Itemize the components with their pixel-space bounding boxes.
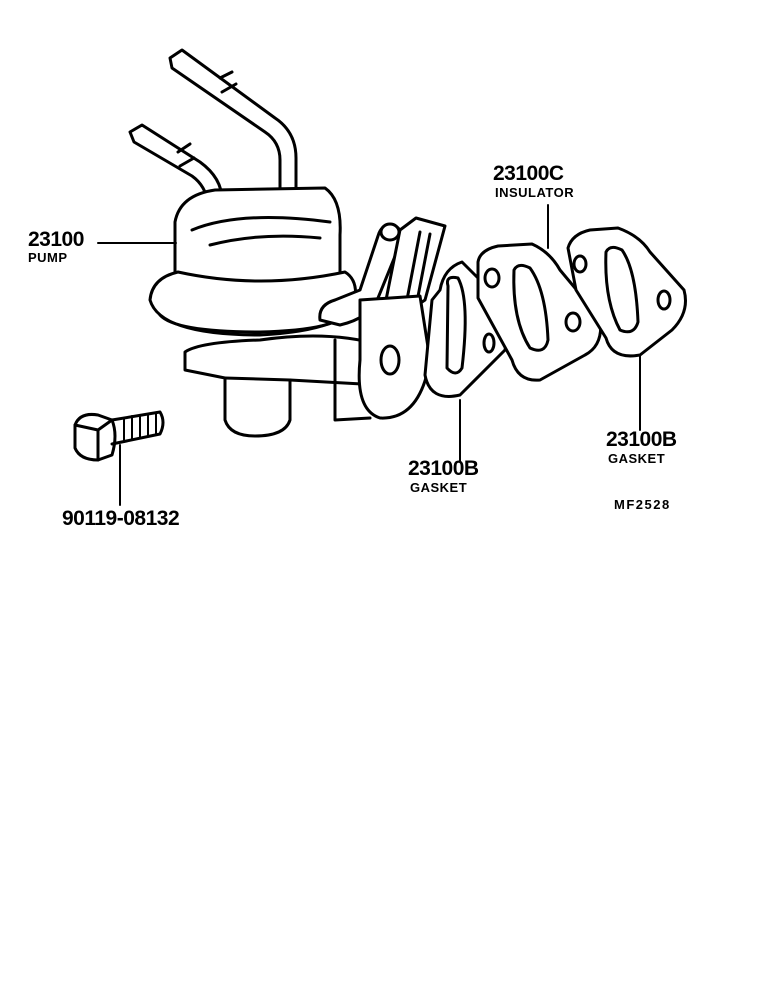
gasket-front-part-number: 23100B [408,457,479,480]
fuel-pump-illustration [128,48,447,438]
bolt-illustration [73,410,165,462]
gasket-front-part-name: GASKET [410,480,468,495]
gasket-rear-part-number: 23100B [606,428,677,451]
leader-lines [97,204,641,506]
gasket-rear-part-name: GASKET [608,451,666,466]
bolt-part-number: 90119-08132 [62,507,180,530]
diagram-code: MF2528 [614,497,671,512]
gasket-rear-illustration [566,226,687,358]
insulator-part-number: 23100C [493,162,564,185]
pump-part-number: 23100 [28,228,84,251]
pump-part-name: PUMP [28,250,68,265]
insulator-part-name: INSULATOR [495,185,575,200]
